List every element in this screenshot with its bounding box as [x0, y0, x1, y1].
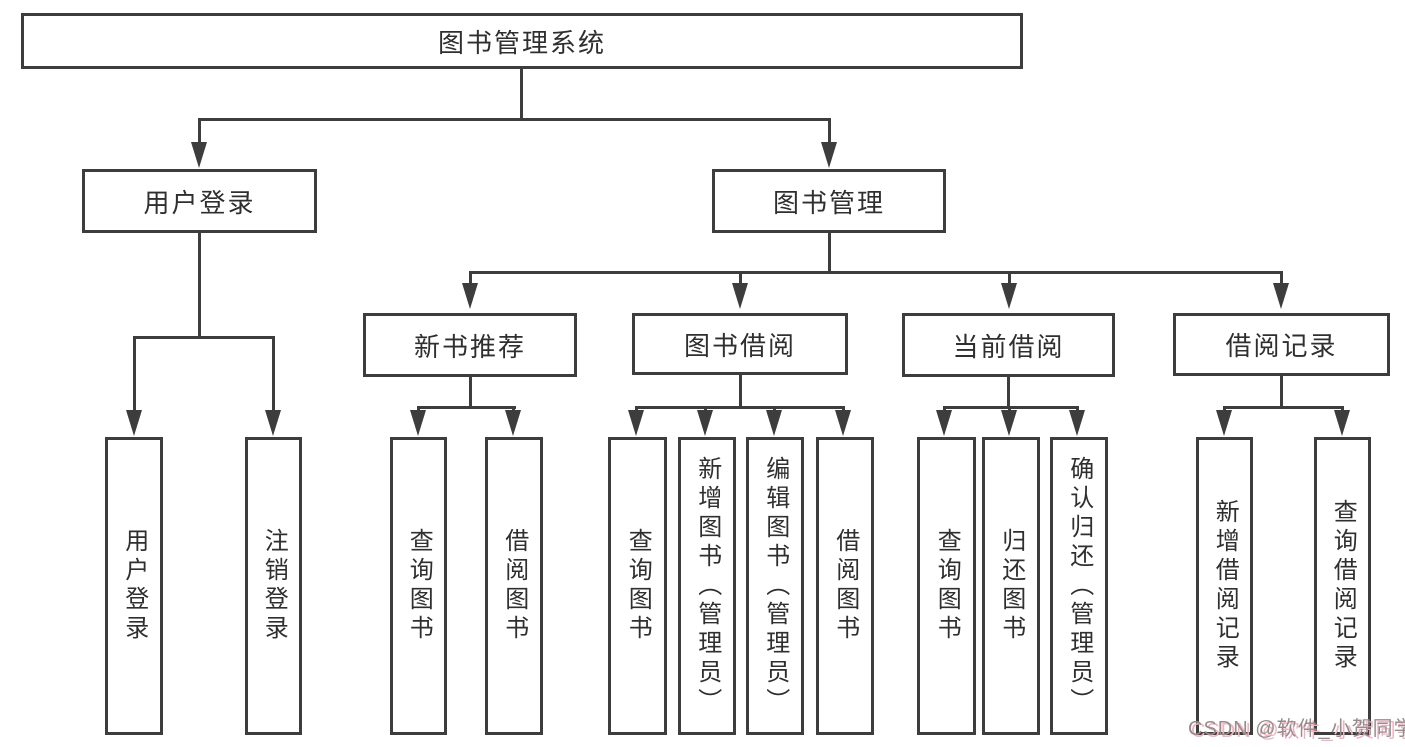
- arrow-down-icon: [628, 410, 644, 436]
- leaf-user-login: 用户登录: [105, 437, 163, 735]
- leaf-cb-query-books: 查询图书: [917, 437, 976, 735]
- leaf-cb-return-books: 归还图书: [982, 437, 1040, 735]
- arrow-down-icon: [265, 410, 281, 436]
- arrow-down-icon: [126, 410, 142, 436]
- arrow-down-icon: [191, 142, 207, 168]
- arrow-down-icon: [821, 142, 837, 168]
- edge-to-leaf-bb-edit: [773, 406, 776, 412]
- leaf-nb-query-books-label: 查询图书: [405, 528, 433, 644]
- leaf-bb-query-books-label: 查询图书: [624, 528, 652, 644]
- leaf-cb-return-books-label: 归还图书: [997, 528, 1025, 644]
- edge-root-rail: [198, 118, 831, 121]
- node-new-book-rec-label: 新书推荐: [413, 331, 526, 362]
- edge-to-user-login: [198, 118, 201, 144]
- arrow-down-icon: [462, 283, 478, 309]
- edge-to-leaf-bb-borrow: [842, 406, 845, 412]
- edge-to-current-borrow: [1008, 271, 1011, 285]
- edge-current-borrow-rail: [943, 406, 1079, 409]
- edge-to-leaf-user-login: [133, 336, 136, 412]
- leaf-bb-edit-books: 编辑图书（管理员）: [746, 437, 804, 735]
- node-user-login: 用户登录: [82, 169, 317, 233]
- node-book-borrow: 图书借阅: [632, 313, 848, 375]
- arrow-down-icon: [1001, 283, 1017, 309]
- arrow-down-icon: [1001, 410, 1017, 436]
- edge-user-login-stem: [198, 232, 201, 339]
- leaf-logout: 注销登录: [245, 437, 302, 735]
- edge-to-leaf-cb-return: [1008, 406, 1011, 412]
- leaf-nb-borrow-books: 借阅图书: [485, 437, 543, 735]
- node-root: 图书管理系统: [21, 13, 1023, 69]
- node-borrow-history-label: 借阅记录: [1225, 331, 1338, 361]
- leaf-cb-confirm-return: 确认归还（管理员）: [1050, 437, 1108, 735]
- edge-book-borrow-stem: [739, 375, 742, 408]
- leaf-bb-borrow-books: 借阅图书: [816, 437, 874, 735]
- edge-borrow-history-stem: [1280, 376, 1283, 408]
- edge-to-leaf-nb-borrow: [512, 406, 515, 412]
- edge-borrow-history-rail: [1223, 406, 1344, 409]
- node-current-borrow-label: 当前借阅: [952, 331, 1065, 362]
- leaf-nb-query-books: 查询图书: [390, 437, 447, 735]
- edge-book-mgmt-stem: [828, 233, 831, 273]
- edge-to-leaf-bh-add: [1223, 406, 1226, 412]
- edge-new-book-rec-stem: [469, 377, 472, 408]
- arrow-down-icon: [1069, 410, 1085, 436]
- edge-current-borrow-stem: [1007, 377, 1010, 408]
- leaf-cb-query-books-label: 查询图书: [933, 528, 961, 644]
- edge-to-leaf-cb-query: [943, 406, 946, 412]
- leaf-bb-add-books: 新增图书（管理员）: [678, 437, 736, 735]
- arrow-down-icon: [835, 410, 851, 436]
- leaf-bh-query-record-label: 查询借阅记录: [1329, 499, 1357, 673]
- edge-to-book-mgmt: [828, 118, 831, 144]
- arrow-down-icon: [936, 410, 952, 436]
- leaf-bh-query-record: 查询借阅记录: [1314, 437, 1371, 735]
- node-current-borrow: 当前借阅: [902, 313, 1115, 377]
- edge-to-leaf-cb-confirm: [1076, 406, 1079, 412]
- node-user-login-label: 用户登录: [143, 187, 256, 218]
- edge-new-book-rec-rail: [417, 406, 516, 409]
- edge-book-mgmt-rail: [469, 271, 1282, 274]
- node-book-mgmt-label: 图书管理: [772, 187, 885, 218]
- node-book-borrow-label: 图书借阅: [683, 330, 796, 361]
- arrow-down-icon: [1216, 410, 1232, 436]
- arrow-down-icon: [766, 410, 782, 436]
- edge-to-leaf-bb-query: [635, 406, 638, 412]
- edge-to-new-book-rec: [469, 271, 472, 285]
- arrow-down-icon: [732, 283, 748, 309]
- leaf-bh-add-record: 新增借阅记录: [1196, 437, 1253, 735]
- leaf-cb-confirm-return-label: 确认归还（管理员）: [1065, 455, 1093, 717]
- node-new-book-rec: 新书推荐: [363, 313, 577, 377]
- edge-to-borrow-history: [1280, 271, 1283, 285]
- leaf-bb-add-books-label: 新增图书（管理员）: [693, 455, 721, 717]
- leaf-bh-add-record-label: 新增借阅记录: [1211, 499, 1239, 673]
- edge-to-book-borrow: [739, 271, 742, 285]
- leaf-user-login-label: 用户登录: [120, 528, 148, 644]
- arrow-down-icon: [505, 410, 521, 436]
- edge-user-login-rail: [133, 336, 275, 339]
- node-borrow-history: 借阅记录: [1173, 313, 1390, 376]
- edge-book-borrow-rail: [635, 406, 845, 409]
- edge-to-leaf-nb-query: [417, 406, 420, 412]
- edge-to-leaf-bh-query: [1341, 406, 1344, 412]
- node-book-mgmt: 图书管理: [712, 169, 946, 233]
- leaf-logout-label: 注销登录: [260, 528, 288, 644]
- arrow-down-icon: [697, 410, 713, 436]
- edge-to-leaf-logout: [272, 336, 275, 412]
- edge-to-leaf-bb-add: [704, 406, 707, 412]
- leaf-nb-borrow-books-label: 借阅图书: [500, 528, 528, 644]
- leaf-bb-borrow-books-label: 借阅图书: [831, 528, 859, 644]
- arrow-down-icon: [410, 410, 426, 436]
- node-root-label: 图书管理系统: [437, 27, 606, 58]
- csdn-watermark: CSDN @软件_小贺同学: [1188, 718, 1405, 740]
- arrow-down-icon: [1334, 410, 1350, 436]
- leaf-bb-query-books: 查询图书: [608, 437, 667, 735]
- arrow-down-icon: [1273, 283, 1289, 309]
- edge-root-stem: [520, 69, 523, 120]
- leaf-bb-edit-books-label: 编辑图书（管理员）: [761, 455, 789, 717]
